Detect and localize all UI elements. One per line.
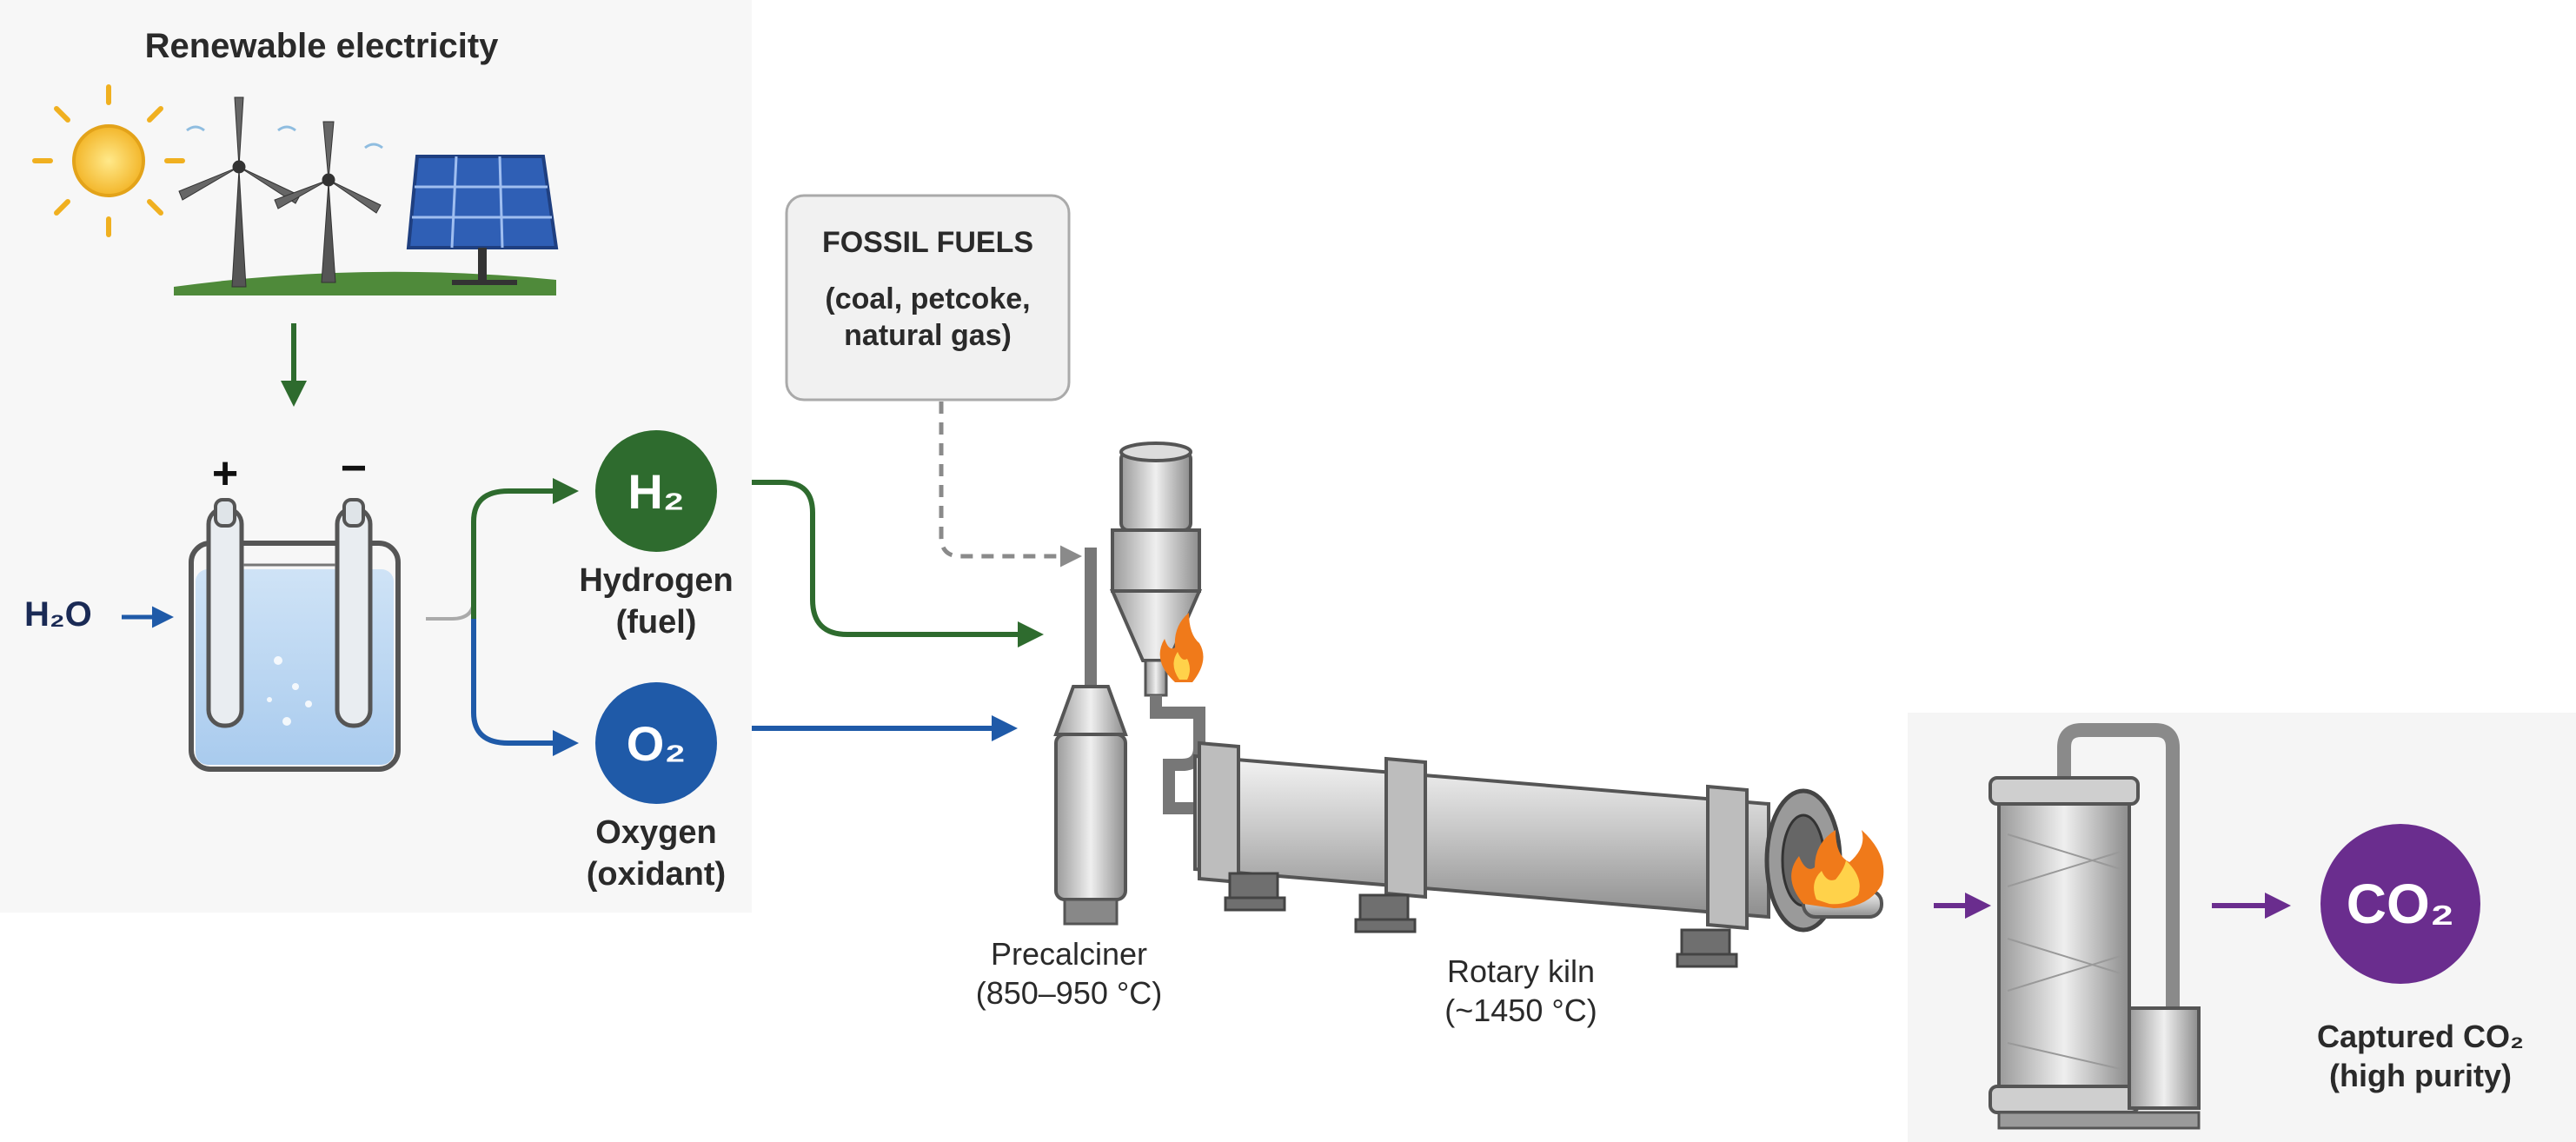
oxygen-circle (595, 682, 717, 804)
fossil-fuels-box (785, 194, 1071, 402)
fossil-fuels-line2: natural gas) (844, 319, 1012, 352)
oxygen-symbol: O₂ (627, 716, 686, 771)
rotary-kiln-label: Rotary kiln (~1450 °C) (1391, 952, 1651, 1030)
precalciner (1053, 442, 1205, 926)
captured-co2-label-line1: Captured CO₂ (2316, 1019, 2524, 1054)
hydrogen-feed-arrow (752, 480, 1044, 647)
electrolyzer (189, 498, 401, 772)
flame-icon (1791, 830, 1884, 908)
captured-co2-label: Captured CO₂ (high purity) (2277, 1017, 2564, 1095)
fossil-fuels-dashed-arrow (939, 402, 1082, 568)
rotary-kiln-label-line1: Rotary kiln (1446, 953, 1596, 989)
fossil-fuels-label: FOSSIL FUELS (coal, petcoke, natural gas… (787, 224, 1069, 355)
hydrogen-symbol: H₂ (627, 464, 684, 519)
captured-co2-label-line2: (high purity) (2329, 1058, 2512, 1093)
co2-circle (2320, 824, 2480, 984)
hydrogen-circle (595, 430, 717, 552)
precalciner-label: Precalciner (850–950 °C) (939, 934, 1199, 1013)
rotary-kiln-label-line2: (~1450 °C) (1444, 993, 1597, 1028)
hydrogen-label-line2: (fuel) (615, 603, 697, 641)
solar-panel-icon (406, 155, 559, 285)
co2-symbol: CO₂ (2347, 873, 2454, 935)
water-input-label: H₂O (24, 595, 92, 634)
co2-capture-unit (1988, 723, 2201, 1130)
flame-icon (1159, 613, 1204, 682)
oxygen-label-line1: Oxygen (595, 814, 717, 851)
precalciner-label-line1: Precalciner (990, 936, 1148, 972)
minus-sign: − (341, 443, 367, 494)
hydrogen-label: Hydrogen (fuel) (556, 561, 756, 643)
fossil-fuels-title: FOSSIL FUELS (821, 226, 1034, 259)
ground (174, 271, 556, 295)
wind-lines (186, 125, 383, 149)
wind-turbine-icon (178, 96, 301, 288)
fossil-fuels-line1: (coal, petcoke, (825, 282, 1031, 315)
oxygen-label: Oxygen (oxidant) (556, 813, 756, 895)
hydrogen-branch-arrow (471, 478, 579, 619)
renewable-electricity-title: Renewable electricity (144, 27, 499, 65)
plus-sign: + (212, 448, 238, 499)
sun-icon (32, 84, 185, 237)
oxygen-branch-arrow (471, 619, 579, 756)
oxygen-label-line2: (oxidant) (586, 855, 727, 893)
rotary-kiln (1193, 740, 1883, 968)
precalciner-label-line2: (850–950 °C) (975, 975, 1163, 1011)
wind-turbine-icon (274, 121, 382, 283)
hydrogen-label-line1: Hydrogen (579, 562, 734, 599)
